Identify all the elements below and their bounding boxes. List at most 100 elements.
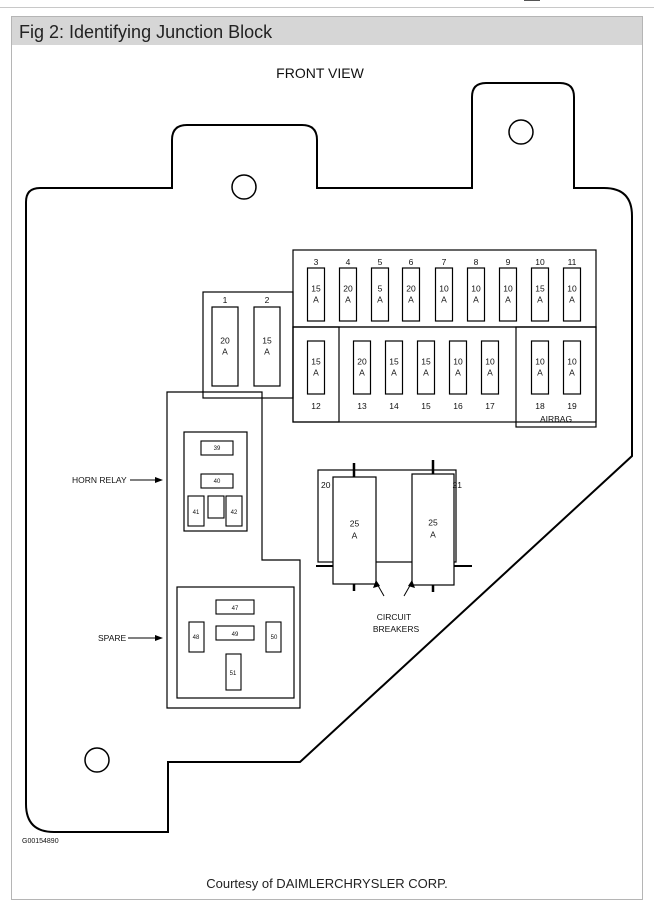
- fuse-13-rating: 20: [357, 357, 367, 367]
- fuse-5-number: 5: [378, 257, 383, 267]
- fuse-7-rating: 10: [439, 284, 449, 294]
- fuse-8-unit: A: [473, 295, 479, 305]
- relay-terminal-41: [187, 495, 205, 527]
- fuse-15-body: [416, 340, 436, 395]
- fuse-12-body: [306, 340, 326, 395]
- fuse-10-rating: 15: [535, 284, 545, 294]
- relay-terminal-51: [225, 653, 242, 691]
- fuse-4-rating: 20: [343, 284, 353, 294]
- fuse-2-unit: A: [264, 347, 270, 357]
- breaker-20-unit: A: [352, 531, 358, 541]
- relay-terminal-50: [265, 621, 282, 653]
- relay-terminal-47-label: 47: [232, 606, 239, 612]
- fuse-13-body: [352, 340, 372, 395]
- breaker-housing: [317, 469, 457, 563]
- housing-outline: [25, 82, 633, 833]
- fuse-8-number: 8: [474, 257, 479, 267]
- figure-frame: [11, 16, 643, 900]
- fuse-12-unit: A: [313, 368, 319, 378]
- relay-terminal-48: [188, 621, 205, 653]
- relay-terminal-42: [225, 495, 243, 527]
- fuse-13-number: 13: [357, 401, 367, 411]
- fuse-10-unit: A: [537, 295, 543, 305]
- horn-relay-label: HORN RELAY: [72, 475, 127, 485]
- airbag-label: AIRBAG: [540, 414, 572, 424]
- breaker-arrow-right-head: [408, 580, 415, 588]
- left-fuse-panel: [202, 291, 294, 399]
- relay-terminal-42-label: 42: [231, 510, 238, 516]
- breaker-21-rating: 25: [428, 518, 438, 528]
- fuse-16-body: [448, 340, 468, 395]
- fuse-11-body: [562, 267, 582, 322]
- fuse-17-body: [480, 340, 500, 395]
- fuse-4-body: [338, 267, 358, 322]
- diagram-content: 315A420A55A620A710A810A910A1015A1110A120…: [72, 257, 582, 691]
- fuse-18-unit: A: [537, 368, 543, 378]
- breaker-arrow-left-head: [373, 580, 380, 588]
- fuse-8-body: [466, 267, 486, 322]
- fuse-7-body: [434, 267, 454, 322]
- fuse-16-unit: A: [455, 368, 461, 378]
- mount-hole-upper-left: [231, 174, 257, 200]
- fuse-4-unit: A: [345, 295, 351, 305]
- relay-terminal-51-label: 51: [230, 671, 237, 677]
- relay-terminal-39: [200, 440, 234, 456]
- fuse-10-body: [530, 267, 550, 322]
- relay-terminal-39-label: 39: [214, 446, 221, 452]
- fuse-11-rating: 10: [567, 284, 577, 294]
- figure-title: Fig 2: Identifying Junction Block: [19, 22, 273, 42]
- fuse-14-unit: A: [391, 368, 397, 378]
- fuse-18-number: 18: [535, 401, 545, 411]
- fuse-3-rating: 15: [311, 284, 321, 294]
- fuse-6-unit: A: [408, 295, 414, 305]
- fuse-9-body: [498, 267, 518, 322]
- fuse-16-rating: 10: [453, 357, 463, 367]
- fuse-5-unit: A: [377, 295, 383, 305]
- relay-terminal-48-label: 48: [193, 635, 200, 641]
- fuse-5-rating: 5: [378, 284, 383, 294]
- figure-caption: Courtesy of DAIMLERCHRYSLER CORP.: [206, 876, 448, 891]
- fuse-15-rating: 15: [421, 357, 431, 367]
- fuse-18-body: [530, 340, 550, 395]
- figure-code: G00154890: [22, 838, 59, 845]
- relay-terminal-40-label: 40: [214, 479, 221, 485]
- horn-relay-center-terminal: [207, 495, 225, 519]
- fuse-1-rating: 20: [220, 336, 230, 346]
- breaker-20-number: 20: [321, 480, 331, 490]
- circuit-breakers-label-line2: BREAKERS: [373, 624, 420, 634]
- fuse-13-unit: A: [359, 368, 365, 378]
- fuse-7-unit: A: [441, 295, 447, 305]
- fuse-9-rating: 10: [503, 284, 513, 294]
- fuse-1-unit: A: [222, 347, 228, 357]
- horn-relay-arrow-head: [155, 477, 163, 483]
- relay-terminal-40: [200, 473, 234, 489]
- relay-terminal-50-label: 50: [271, 635, 278, 641]
- breaker-21-unit: A: [430, 530, 436, 540]
- fuse-19-rating: 10: [567, 357, 577, 367]
- fuse-6-number: 6: [409, 257, 414, 267]
- mount-hole-upper-right: [508, 119, 534, 145]
- mount-hole-lower-left: [84, 747, 110, 773]
- fuse-17-rating: 10: [485, 357, 495, 367]
- breaker-21-body: [411, 473, 455, 586]
- fuse-18-rating: 10: [535, 357, 545, 367]
- fuse-2-rating: 15: [262, 336, 272, 346]
- fuse-6-rating: 20: [406, 284, 416, 294]
- fuse-9-number: 9: [506, 257, 511, 267]
- fuse-10-number: 10: [535, 257, 545, 267]
- fuse-15-number: 15: [421, 401, 431, 411]
- fuse-3-body: [306, 267, 326, 322]
- fuse-1-body: [211, 306, 239, 387]
- fuse-14-number: 14: [389, 401, 399, 411]
- horn-relay-socket: [183, 431, 248, 532]
- fuse-6-body: [401, 267, 421, 322]
- fuse-16-number: 16: [453, 401, 463, 411]
- fuse-15-unit: A: [423, 368, 429, 378]
- fuse-19-number: 19: [567, 401, 577, 411]
- breaker-20-body: [332, 476, 377, 585]
- spare-label: SPARE: [98, 633, 127, 643]
- fuse-17-number: 17: [485, 401, 495, 411]
- fuse-5-body: [370, 267, 390, 322]
- figure-title-bar: [12, 17, 642, 45]
